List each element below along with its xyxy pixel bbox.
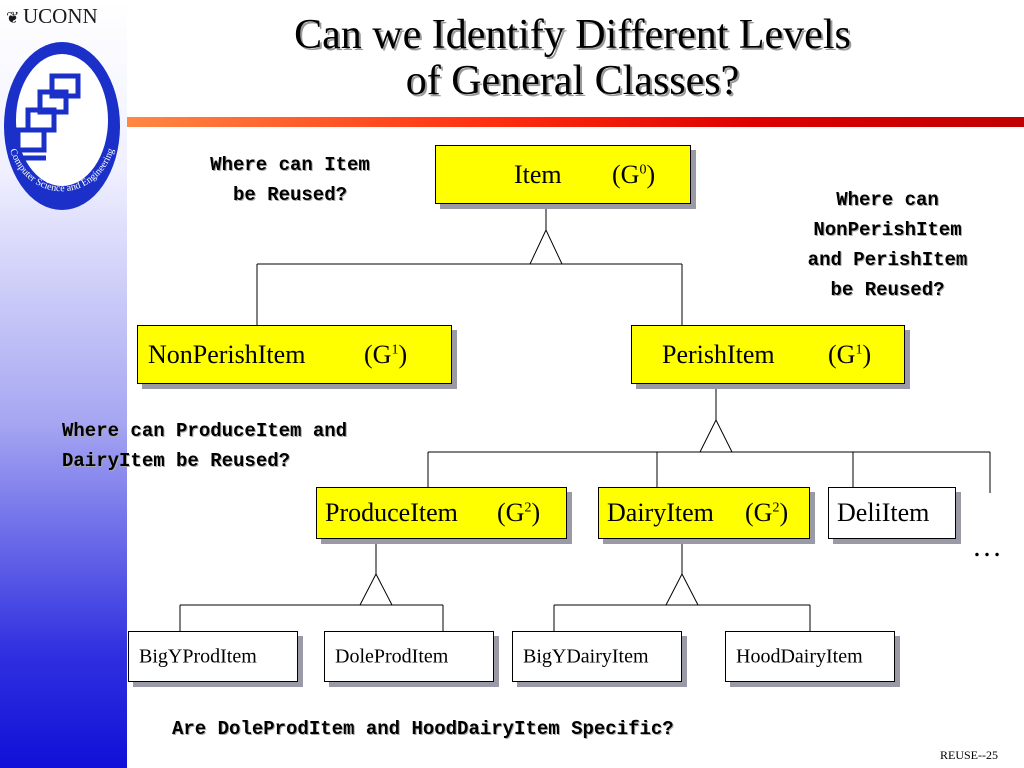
inheritance-triangle-produce bbox=[359, 572, 393, 606]
question-specific: Are DoleProdItem and HoodDairyItem Speci… bbox=[172, 718, 674, 740]
class-nonperishitem: NonPerishItem (G1) bbox=[137, 325, 452, 384]
class-bigydairyitem: BigYDairyItem bbox=[512, 631, 682, 682]
class-bigydairyitem-name: BigYDairyItem bbox=[523, 645, 649, 667]
class-dairyitem: DairyItem (G2) bbox=[598, 487, 810, 539]
class-item: Item (G0) bbox=[435, 145, 691, 204]
class-nonperishitem-name: NonPerishItem bbox=[148, 339, 306, 369]
inheritance-triangle-item bbox=[529, 228, 563, 265]
question-perish-line-2: NonPerishItem bbox=[813, 219, 962, 241]
class-produceitem: ProduceItem (G2) bbox=[316, 487, 567, 539]
uconn-logo: ❦UCONN bbox=[6, 4, 98, 29]
class-dairyitem-generality: (G2) bbox=[745, 498, 789, 527]
question-perish-line-3: and PerishItem bbox=[807, 249, 968, 271]
inheritance-triangle-perish bbox=[699, 418, 733, 453]
title-underline-bar bbox=[127, 117, 1024, 127]
question-produce-line-2: DairyItem be Reused? bbox=[62, 450, 291, 472]
cse-seal-icon: Computer Science and Engineering bbox=[4, 42, 120, 210]
question-item-line-2: be Reused? bbox=[232, 184, 348, 206]
class-bigyproditem: BigYProdItem bbox=[128, 631, 298, 682]
class-produceitem-generality: (G2) bbox=[497, 498, 541, 527]
more-classes-ellipsis: … bbox=[972, 530, 1002, 563]
class-item-name: Item bbox=[514, 159, 562, 189]
class-deliitem-name: DeliItem bbox=[837, 498, 930, 527]
uconn-logo-text: UCONN bbox=[23, 4, 98, 28]
class-produceitem-name: ProduceItem bbox=[325, 498, 458, 527]
class-deliitem: DeliItem bbox=[828, 487, 956, 539]
class-perishitem: PerishItem (G1) bbox=[631, 325, 905, 384]
question-item-line-1: Where can Item bbox=[210, 154, 370, 176]
class-nonperishitem-generality: (G1) bbox=[364, 339, 408, 369]
class-item-generality: (G0) bbox=[612, 159, 656, 189]
question-produce-line-1: Where can ProduceItem and bbox=[62, 420, 348, 442]
class-hooddairyitem-name: HoodDairyItem bbox=[736, 645, 863, 667]
slide-footer: REUSE--25 bbox=[940, 748, 998, 762]
inheritance-triangle-dairy bbox=[665, 572, 699, 606]
class-bigyproditem-name: BigYProdItem bbox=[139, 645, 257, 667]
class-doleproditem: DoleProdItem bbox=[324, 631, 494, 682]
class-perishitem-name: PerishItem bbox=[662, 339, 775, 369]
class-doleproditem-name: DoleProdItem bbox=[335, 645, 449, 667]
title-line-2: of General Classes? bbox=[405, 58, 740, 104]
question-item-reuse: Where can Item be Reused? bbox=[170, 150, 410, 210]
oak-leaf-icon: ❦ bbox=[6, 10, 20, 27]
question-perish-line-4: be Reused? bbox=[830, 279, 945, 301]
class-perishitem-generality: (G1) bbox=[828, 339, 872, 369]
question-perish-line-1: Where can bbox=[836, 189, 939, 211]
class-hooddairyitem: HoodDairyItem bbox=[725, 631, 895, 682]
title-line-1: Can we Identify Different Levels bbox=[294, 12, 851, 58]
class-dairyitem-name: DairyItem bbox=[607, 498, 714, 527]
